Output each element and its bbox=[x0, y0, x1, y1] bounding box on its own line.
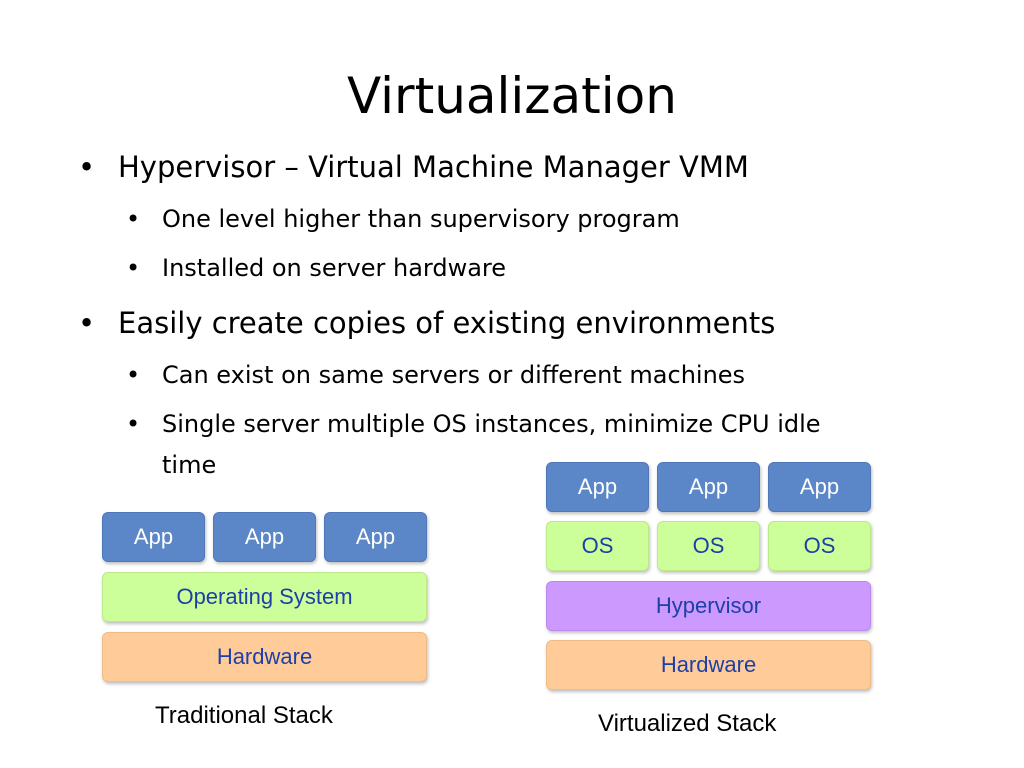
virtualized-app-box: App bbox=[768, 462, 871, 512]
traditional-hardware-box: Hardware bbox=[102, 632, 427, 682]
virtualized-caption: Virtualized Stack bbox=[598, 710, 777, 737]
virtualized-hardware-box: Hardware bbox=[546, 640, 871, 690]
traditional-app-box: App bbox=[324, 512, 427, 562]
sub-bullet-single-server: Single server multiple OS instances, min… bbox=[126, 409, 821, 439]
traditional-caption: Traditional Stack bbox=[155, 702, 333, 729]
bullet-copies: Easily create copies of existing environ… bbox=[78, 305, 775, 341]
virtualized-app-box: App bbox=[657, 462, 760, 512]
traditional-app-box: App bbox=[102, 512, 205, 562]
slide-title: Virtualization bbox=[347, 67, 677, 125]
traditional-app-box: App bbox=[213, 512, 316, 562]
sub-bullet-single-server-cont: time bbox=[162, 451, 217, 479]
virtualized-app-box: App bbox=[546, 462, 649, 512]
virtualized-hypervisor-box: Hypervisor bbox=[546, 581, 871, 631]
virtualized-os-box: OS bbox=[657, 521, 760, 571]
traditional-os-box: Operating System bbox=[102, 572, 427, 622]
sub-bullet-level: One level higher than supervisory progra… bbox=[126, 204, 680, 234]
sub-bullet-installed: Installed on server hardware bbox=[126, 253, 506, 283]
virtualized-os-box: OS bbox=[546, 521, 649, 571]
sub-bullet-exist: Can exist on same servers or different m… bbox=[126, 360, 745, 390]
virtualized-os-box: OS bbox=[768, 521, 871, 571]
bullet-hypervisor: Hypervisor – Virtual Machine Manager VMM bbox=[78, 149, 749, 185]
